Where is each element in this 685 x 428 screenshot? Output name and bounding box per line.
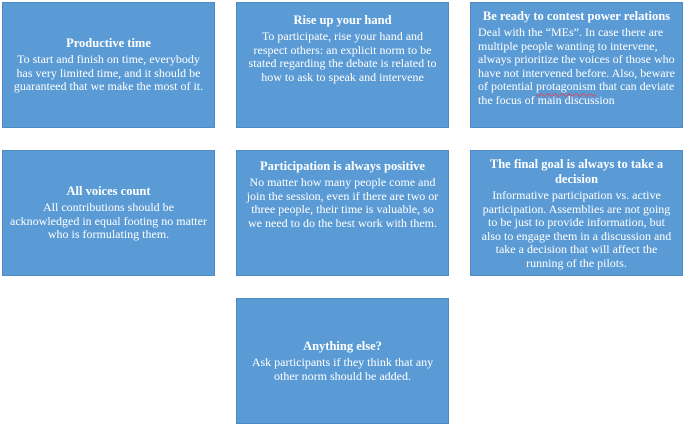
norm-card-participation-positive: Participation is always positive No matt… (236, 150, 449, 276)
card-body-text-end: that can deviate the focus of main discu… (478, 79, 675, 107)
norm-card-anything-else: Anything else? Ask participants if they … (236, 298, 449, 424)
card-body: All contributions should be acknowledged… (10, 200, 207, 242)
card-title: Rise up your hand (293, 13, 392, 27)
card-body: No matter how many people come and join … (246, 175, 439, 230)
norm-card-all-voices: All voices count All contributions shoul… (2, 150, 215, 276)
norm-card-final-goal: The final goal is always to take a decis… (470, 150, 683, 276)
card-title: Anything else? (303, 338, 382, 353)
norm-card-power-relations: Be ready to contest power relations Deal… (470, 2, 683, 128)
norm-card-productive-time: Productive time To start and finish on t… (2, 2, 215, 128)
card-title: Be ready to contest power relations (482, 9, 671, 23)
card-title: Productive time (66, 36, 151, 51)
card-body: Ask participants if they think that any … (251, 354, 434, 383)
card-body: Informative participation vs. active par… (481, 188, 672, 270)
card-body: To start and finish on time, everybody h… (13, 52, 204, 94)
card-title: All voices count (66, 184, 151, 199)
card-body-text: Deal with the “MEs”. In case there are m… (478, 25, 675, 94)
card-title: Participation is always positive (260, 159, 425, 173)
card-body: Deal with the “MEs”. In case there are m… (478, 25, 675, 108)
norm-card-rise-hand: Rise up your hand To participate, rise y… (236, 2, 449, 128)
card-body: To participate, rise your hand and respe… (248, 29, 437, 84)
spellcheck-marked-word: protagonism (535, 79, 596, 94)
card-title: The final goal is always to take a decis… (489, 157, 664, 186)
